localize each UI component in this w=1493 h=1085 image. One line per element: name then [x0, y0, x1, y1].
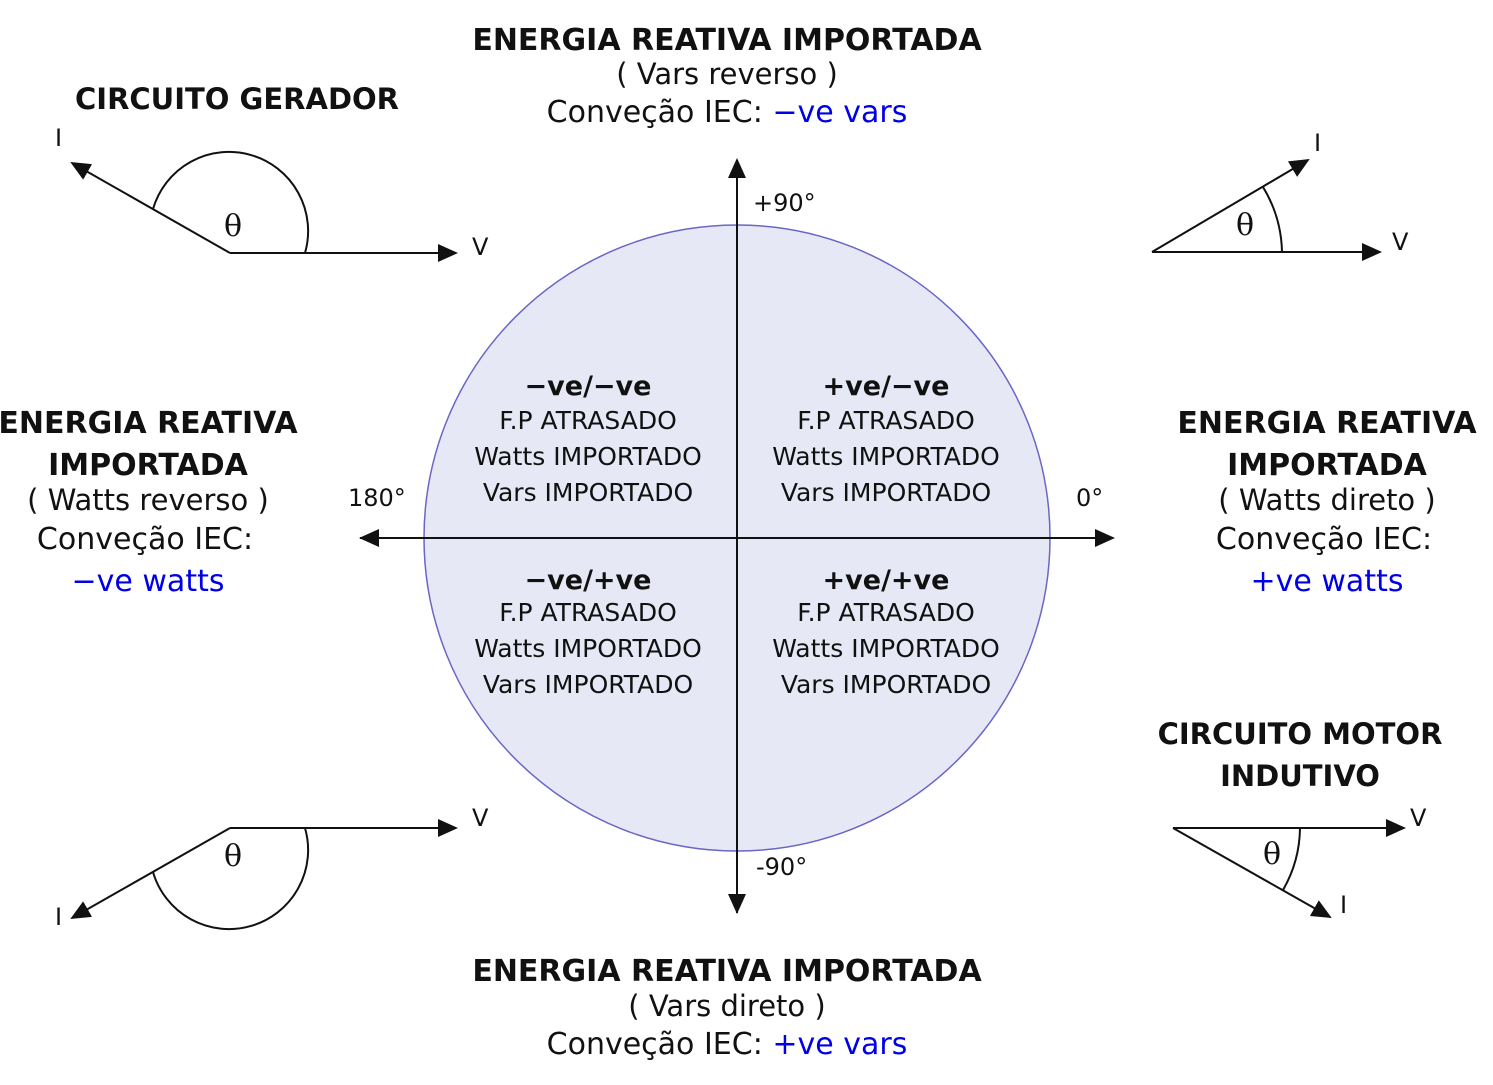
right-title-line2: IMPORTADA — [1227, 448, 1427, 483]
br-theta-label: θ — [1263, 837, 1282, 872]
motor-circuit-title-line2: INDUTIVO — [1220, 759, 1380, 793]
quadrant-tl-sign: −ve/−ve — [524, 371, 652, 402]
bl-voltage-label: V — [472, 804, 489, 832]
tl-current-label: I — [55, 124, 63, 152]
bottom-iec-label: Conveção IEC: — [546, 1027, 763, 1062]
left-iec-label: Conveção IEC: — [36, 522, 254, 557]
left-title-line2: IMPORTADA — [48, 448, 248, 483]
br-voltage-label: V — [1410, 804, 1427, 832]
quadrant-tr-sign: +ve/−ve — [822, 371, 950, 402]
axis-label-up: +90° — [753, 189, 816, 217]
motor-circuit-title-line1: CIRCUITO MOTOR — [1157, 717, 1443, 751]
bottom-title: ENERGIA REATIVA IMPORTADA — [472, 954, 982, 989]
tl-voltage-label: V — [472, 233, 489, 261]
quadrant-bl-sign: −ve/+ve — [524, 565, 652, 596]
bottom-subtitle: ( Vars direto ) — [628, 989, 826, 1023]
axis-label-right: 0° — [1076, 484, 1104, 512]
quadrant-br-sign: +ve/+ve — [822, 565, 950, 596]
tr-current-label: I — [1314, 129, 1322, 157]
left-iec-value: −ve watts — [71, 564, 225, 599]
quadrant-tr-line3: Vars IMPORTADO — [780, 478, 992, 507]
phasor-top-right — [1151, 158, 1382, 261]
quadrant-br-line2: Watts IMPORTADO — [772, 634, 1000, 663]
generator-phasor-top — [70, 150, 458, 262]
generator-phasor-bottom — [70, 819, 458, 931]
quadrant-tr-line1: F.P ATRASADO — [797, 406, 975, 435]
quadrant-tl-line2: Watts IMPORTADO — [474, 442, 702, 471]
top-iec-value: −ve vars — [772, 95, 908, 130]
tr-voltage-label: V — [1392, 228, 1409, 256]
right-iec-value: +ve watts — [1250, 564, 1404, 599]
quadrant-br-line3: Vars IMPORTADO — [780, 670, 992, 699]
left-title-line1: ENERGIA REATIVA — [0, 406, 298, 441]
bl-current-label: I — [55, 903, 63, 931]
quadrant-bl-line3: Vars IMPORTADO — [482, 670, 694, 699]
quadrant-bl-line1: F.P ATRASADO — [499, 598, 677, 627]
motor-phasor — [1172, 819, 1406, 918]
top-iec-label: Conveção IEC: — [546, 95, 763, 130]
right-title-line1: ENERGIA REATIVA — [1177, 406, 1477, 441]
bottom-iec-value: +ve vars — [772, 1027, 908, 1062]
bottom-iec: Conveção IEC: +ve vars — [547, 1030, 908, 1060]
quadrant-tl-line3: Vars IMPORTADO — [482, 478, 694, 507]
bl-theta-label: θ — [224, 839, 243, 874]
tl-theta-label: θ — [224, 209, 243, 244]
top-subtitle: ( Vars reverso ) — [616, 57, 838, 91]
br-current-label: I — [1340, 891, 1348, 919]
generator-circuit-title: CIRCUITO GERADOR — [75, 82, 399, 116]
quadrant-br-line1: F.P ATRASADO — [797, 598, 975, 627]
quadrant-bl-line2: Watts IMPORTADO — [474, 634, 702, 663]
right-iec-label: Conveção IEC: — [1215, 522, 1433, 557]
axis-label-down: -90° — [756, 853, 808, 881]
left-subtitle: ( Watts reverso ) — [27, 483, 269, 517]
top-iec: Conveção IEC: −ve vars — [547, 98, 908, 128]
tr-theta-label: θ — [1236, 208, 1255, 243]
top-title: ENERGIA REATIVA IMPORTADA — [472, 23, 982, 58]
quadrant-tr-line2: Watts IMPORTADO — [772, 442, 1000, 471]
right-subtitle: ( Watts direto ) — [1218, 483, 1436, 517]
quadrant-tl-line1: F.P ATRASADO — [499, 406, 677, 435]
axis-label-left: 180° — [348, 484, 406, 512]
